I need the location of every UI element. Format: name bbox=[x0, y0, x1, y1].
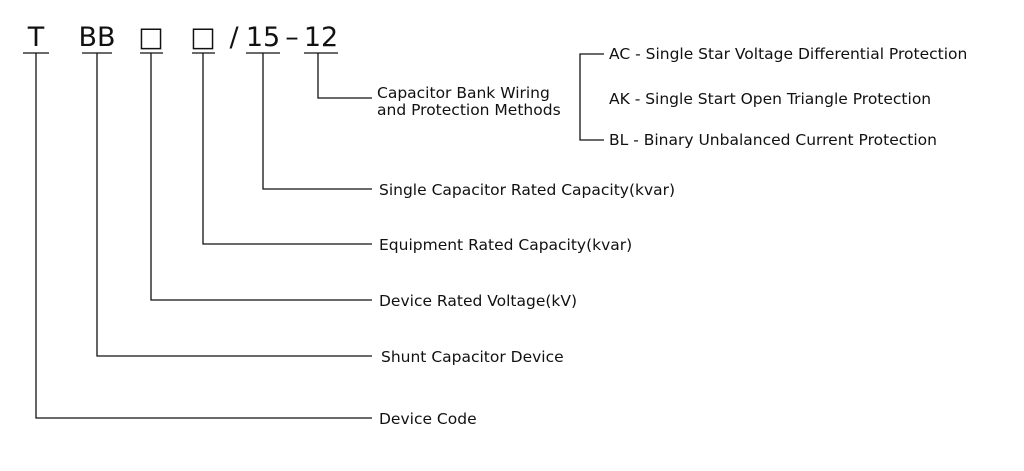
code-part-voltage-placeholder: □ bbox=[138, 22, 164, 53]
label-single-capacitor-capacity: Single Capacitor Rated Capacity(kvar) bbox=[379, 181, 675, 199]
leader-rated-voltage bbox=[150, 53, 372, 301]
label-device-rated-voltage: Device Rated Voltage(kV) bbox=[379, 292, 577, 310]
code-part-capacity-placeholder: □ bbox=[190, 22, 216, 53]
protection-method-ac: AC - Single Star Voltage Differential Pr… bbox=[609, 45, 967, 63]
leader-device-code bbox=[35, 53, 372, 419]
protection-bracket bbox=[579, 53, 604, 141]
label-device-code: Device Code bbox=[379, 410, 477, 428]
leader-shunt-capacitor bbox=[96, 53, 372, 357]
code-part-t: T bbox=[27, 22, 45, 53]
label-wiring-protection-line2: and Protection Methods bbox=[377, 101, 561, 119]
protection-method-ak: AK - Single Start Open Triangle Protecti… bbox=[609, 90, 931, 108]
code-part-15: 15 bbox=[246, 22, 280, 53]
label-shunt-capacitor-device: Shunt Capacitor Device bbox=[381, 348, 564, 366]
leader-equipment-capacity bbox=[202, 53, 372, 245]
label-wiring-protection-line1: Capacitor Bank Wiring bbox=[377, 84, 550, 102]
code-part-12: 12 bbox=[304, 22, 338, 53]
code-part-bb: BB bbox=[78, 22, 115, 53]
code-separator-slash: / bbox=[229, 22, 239, 53]
label-equipment-capacity: Equipment Rated Capacity(kvar) bbox=[379, 236, 632, 254]
protection-method-bl: BL - Binary Unbalanced Current Protectio… bbox=[609, 131, 937, 149]
leader-wiring-protection bbox=[317, 53, 372, 99]
leader-single-capacitor bbox=[262, 53, 372, 190]
code-separator-dash: – bbox=[285, 22, 299, 53]
